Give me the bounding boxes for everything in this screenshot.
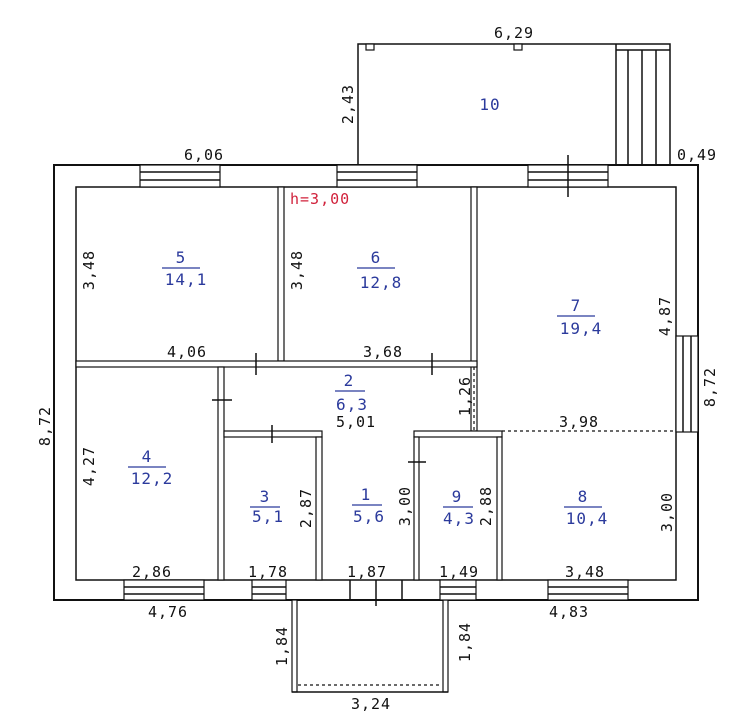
dim-corridor-height: 1,26 <box>456 376 474 416</box>
dim-porch-right: 1,84 <box>456 622 474 662</box>
dim-r8-height: 3,00 <box>658 492 676 532</box>
dim-r5-bottom: 4,06 <box>167 343 207 361</box>
dim-overall-right: 8,72 <box>701 367 719 407</box>
door-marks <box>212 353 433 463</box>
dim-r8-bottom: 3,48 <box>565 563 605 581</box>
dim-terrace-left: 2,43 <box>339 84 357 124</box>
dim-r4-height: 4,27 <box>80 446 98 486</box>
window-bottom-room4 <box>123 579 205 601</box>
ceiling-height-note: h=3,00 <box>290 190 350 208</box>
exterior-wall-outer <box>53 164 699 601</box>
window-bottom-room9 <box>439 579 477 601</box>
dim-r8-top: 3,98 <box>559 413 599 431</box>
room-9-number: 9 <box>452 487 463 506</box>
dim-r3-bottom: 1,78 <box>248 563 288 581</box>
dim-r9-right: 2,88 <box>477 486 495 526</box>
dim-r5-height: 3,48 <box>80 250 98 290</box>
dim-terrace-top: 6,29 <box>494 24 534 42</box>
windows <box>123 155 699 606</box>
dim-r9-left: 3,00 <box>396 486 414 526</box>
terrace-outline <box>357 43 671 167</box>
room-4-area: 12,2 <box>131 469 174 488</box>
dim-bottom-left: 4,76 <box>148 603 188 621</box>
dim-top-right-gap: 0,49 <box>677 146 717 164</box>
room-2-number: 2 <box>344 371 355 390</box>
dim-r4-bottom: 2,86 <box>132 563 172 581</box>
room-9-area: 4,3 <box>443 509 475 528</box>
window-top-room5 <box>139 164 221 188</box>
dim-r3-height: 2,87 <box>297 488 315 528</box>
dim-r9-bottom: 1,49 <box>439 563 479 581</box>
terrace-post <box>513 43 523 51</box>
room-3-area: 5,1 <box>252 507 284 526</box>
dimension-labels: 6,29 6,06 0,49 4,06 3,68 5,01 3,98 2,86 … <box>36 24 719 713</box>
porch-outline <box>291 599 449 693</box>
room-4-number: 4 <box>142 447 153 466</box>
dim-porch-bottom: 3,24 <box>351 695 391 713</box>
dim-bottom-right: 4,83 <box>549 603 589 621</box>
room-1-number: 1 <box>361 485 372 504</box>
terrace-post <box>365 43 375 51</box>
dim-r6-bottom: 3,68 <box>363 343 403 361</box>
window-right-room7 <box>675 335 699 433</box>
window-top-room6 <box>336 164 418 188</box>
interior-walls <box>75 186 676 686</box>
dim-top-left: 6,06 <box>184 146 224 164</box>
dim-corridor-width: 5,01 <box>336 413 376 431</box>
window-bottom-room8 <box>547 579 629 601</box>
room-8-area: 10,4 <box>566 509 609 528</box>
room-6-number: 6 <box>371 248 382 267</box>
room-5-number: 5 <box>176 248 187 267</box>
entrance-door <box>349 580 403 606</box>
room-1-area: 5,6 <box>353 507 385 526</box>
window-top-room7 <box>527 155 609 197</box>
room-2-area: 6,3 <box>336 395 368 414</box>
room-6-area: 12,8 <box>360 273 403 292</box>
window-bottom-room3 <box>251 579 287 601</box>
room-labels: 10 5 14,1 6 12,8 7 19,4 2 6,3 4 12,2 3 5… <box>128 95 609 528</box>
dim-r7-height: 4,87 <box>656 296 674 336</box>
dim-r1-bottom: 1,87 <box>347 563 387 581</box>
dim-overall-left: 8,72 <box>36 406 54 446</box>
room-8-number: 8 <box>578 487 589 506</box>
room-5-area: 14,1 <box>165 270 208 289</box>
terrace-stairs <box>615 44 670 166</box>
room-7-area: 19,4 <box>560 319 603 338</box>
room-7-number: 7 <box>571 296 582 315</box>
room-10-number: 10 <box>479 95 500 114</box>
dim-r6-height: 3,48 <box>288 250 306 290</box>
dim-porch-left: 1,84 <box>273 626 291 666</box>
room-3-number: 3 <box>260 487 271 506</box>
